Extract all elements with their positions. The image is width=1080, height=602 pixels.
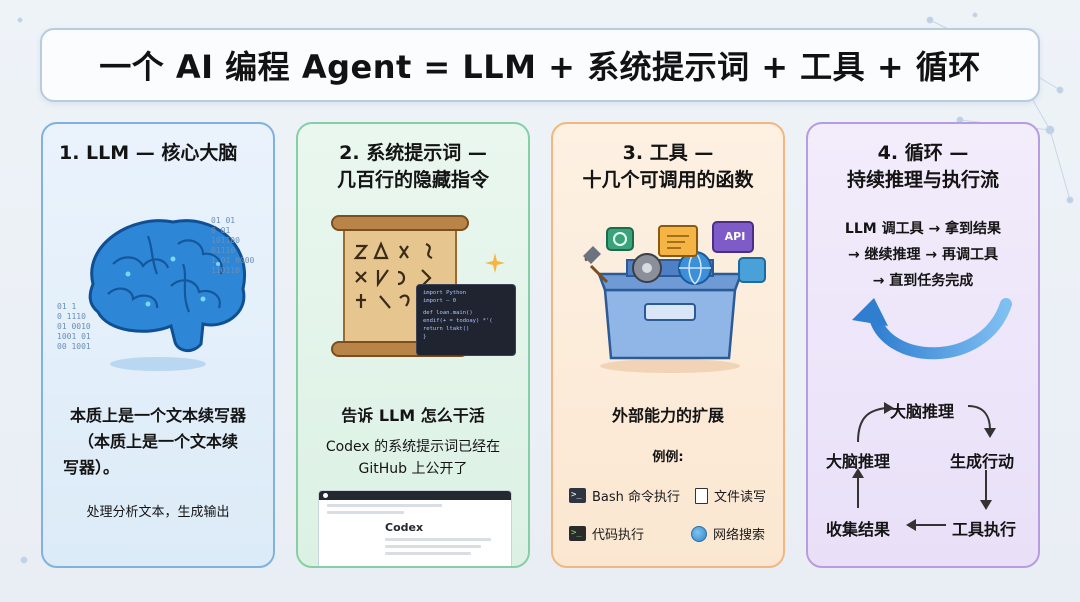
card-loop-title: 4. 循环 — 持续推理与执行流: [808, 140, 1038, 194]
card-system-prompt-sub2: GitHub 上公开了: [358, 461, 468, 477]
card-system-prompt: 2. 系统提示词 — 几百行的隐藏指令 import Python import…: [296, 122, 530, 568]
file-icon: [695, 487, 708, 504]
cycle-step-reason-top: 大脑推理: [890, 402, 955, 421]
code-terminal-icon: >_: [569, 526, 586, 541]
github-repo-title: Codex: [385, 521, 424, 534]
card-tools-main: 外部能力的扩展: [611, 406, 724, 425]
tool-code-label: 代码执行: [592, 528, 645, 543]
code-line: }: [423, 334, 427, 340]
card-tools-example-label: 例例:: [652, 450, 684, 465]
tool-file-label: 文件读写: [714, 490, 767, 505]
code-window: import Python import — 0 def loan.main()…: [416, 284, 516, 356]
api-badge: API: [724, 230, 746, 243]
cycle-step-exec: 工具执行: [952, 520, 1017, 539]
binary-line: 01 0010: [57, 322, 91, 331]
main-title: 一个 AI 编程 Agent = LLM + 系统提示词 + 工具 + 循环: [99, 48, 981, 86]
card-tools-title: 3. 工具 — 十几个可调用的函数: [553, 140, 783, 194]
tool-search: 网络搜索: [691, 524, 765, 543]
terminal-icon: >_: [569, 488, 586, 503]
binary-line: 0 1110: [57, 312, 86, 321]
tool-file: 文件读写: [695, 486, 766, 505]
binary-right: 01 01 0 01 101100 01110 1 01 0000 110110: [211, 216, 254, 276]
github-header: [319, 491, 511, 500]
loop-flow-line3: → 直到任务完成: [872, 273, 974, 289]
card-loop-title-line1: 4. 循环 —: [877, 142, 969, 164]
card-llm-desc-line2: （本质上是一个文本续: [77, 432, 238, 451]
loop-flow-line2: → 继续推理 → 再调工具: [847, 247, 999, 263]
tool-bash: >_ Bash 命令执行: [569, 486, 680, 505]
binary-line: 01 01: [211, 216, 236, 225]
toolbox-icon: [583, 221, 766, 373]
globe-icon: [691, 525, 707, 542]
cycle-step-reason-left: 大脑推理: [826, 452, 891, 471]
cycle-arrows: [852, 402, 996, 531]
binary-line: 0 01: [211, 226, 231, 235]
card-system-prompt-title: 2. 系统提示词 — 几百行的隐藏指令: [298, 140, 528, 194]
code-line: import — 0: [423, 298, 457, 304]
card-system-prompt-main: 告诉 LLM 怎么干活: [341, 406, 485, 425]
cycle-arrow-icon: [852, 298, 1012, 360]
card-tools: 3. 工具 — 十几个可调用的函数 API 外部能力的扩展 例例: >_ Bas…: [551, 122, 785, 568]
card-loop: 4. 循环 — 持续推理与执行流 LLM 调工具 → 拿到结果 → 继续推理 →…: [806, 122, 1040, 568]
card-tools-title-line2: 十几个可调用的函数: [582, 169, 754, 191]
github-screenshot: Codex: [318, 490, 512, 566]
tool-search-label: 网络搜索: [713, 528, 766, 543]
tool-code: >_ 代码执行: [569, 524, 644, 543]
card-llm: 1. LLM — 核心大脑 01 01 0 01 101100 01110 1 …: [41, 122, 275, 568]
code-line: endif(+ = todoay) *'(: [423, 318, 493, 324]
binary-line: 00 1001: [57, 342, 91, 351]
card-system-prompt-title-line2: 几百行的隐藏指令: [336, 169, 489, 191]
code-line: return ltakt(): [423, 326, 470, 332]
card-tools-title-line1: 3. 工具 —: [622, 142, 714, 164]
card-llm-desc-line3: 写器）。: [63, 458, 120, 477]
card-system-prompt-title-line1: 2. 系统提示词 —: [339, 142, 487, 164]
brain-icon: [88, 219, 246, 371]
binary-line: 110110: [211, 266, 240, 275]
cycle-step-collect: 收集结果: [826, 520, 891, 539]
tool-bash-label: Bash 命令执行: [592, 490, 681, 505]
binary-line: 101100: [211, 236, 240, 245]
binary-line: 1 01 0000: [211, 256, 255, 265]
binary-line: 1001 01: [57, 332, 91, 341]
loop-flow-line1: LLM 调工具 → 拿到结果: [844, 221, 1002, 237]
card-system-prompt-sub1: Codex 的系统提示词已经在: [325, 439, 501, 455]
card-llm-sub: 处理分析文本，生成输出: [86, 505, 230, 520]
main-title-banner: 一个 AI 编程 Agent = LLM + 系统提示词 + 工具 + 循环: [40, 28, 1040, 102]
binary-left: 01 1 0 1110 01 0010 1001 01 00 1001: [57, 302, 91, 352]
code-line: import Python: [423, 290, 467, 296]
binary-line: 01 1: [57, 302, 77, 311]
cycle-step-act: 生成行动: [950, 452, 1015, 471]
card-llm-title: 1. LLM — 核心大脑: [59, 142, 238, 164]
code-line: def loan.main(): [423, 310, 473, 316]
binary-line: 01110: [211, 246, 236, 255]
sparkle-icon: [485, 253, 505, 273]
card-loop-title-line2: 持续推理与执行流: [846, 169, 999, 191]
card-llm-desc-line1: 本质上是一个文本续写器: [69, 406, 246, 425]
